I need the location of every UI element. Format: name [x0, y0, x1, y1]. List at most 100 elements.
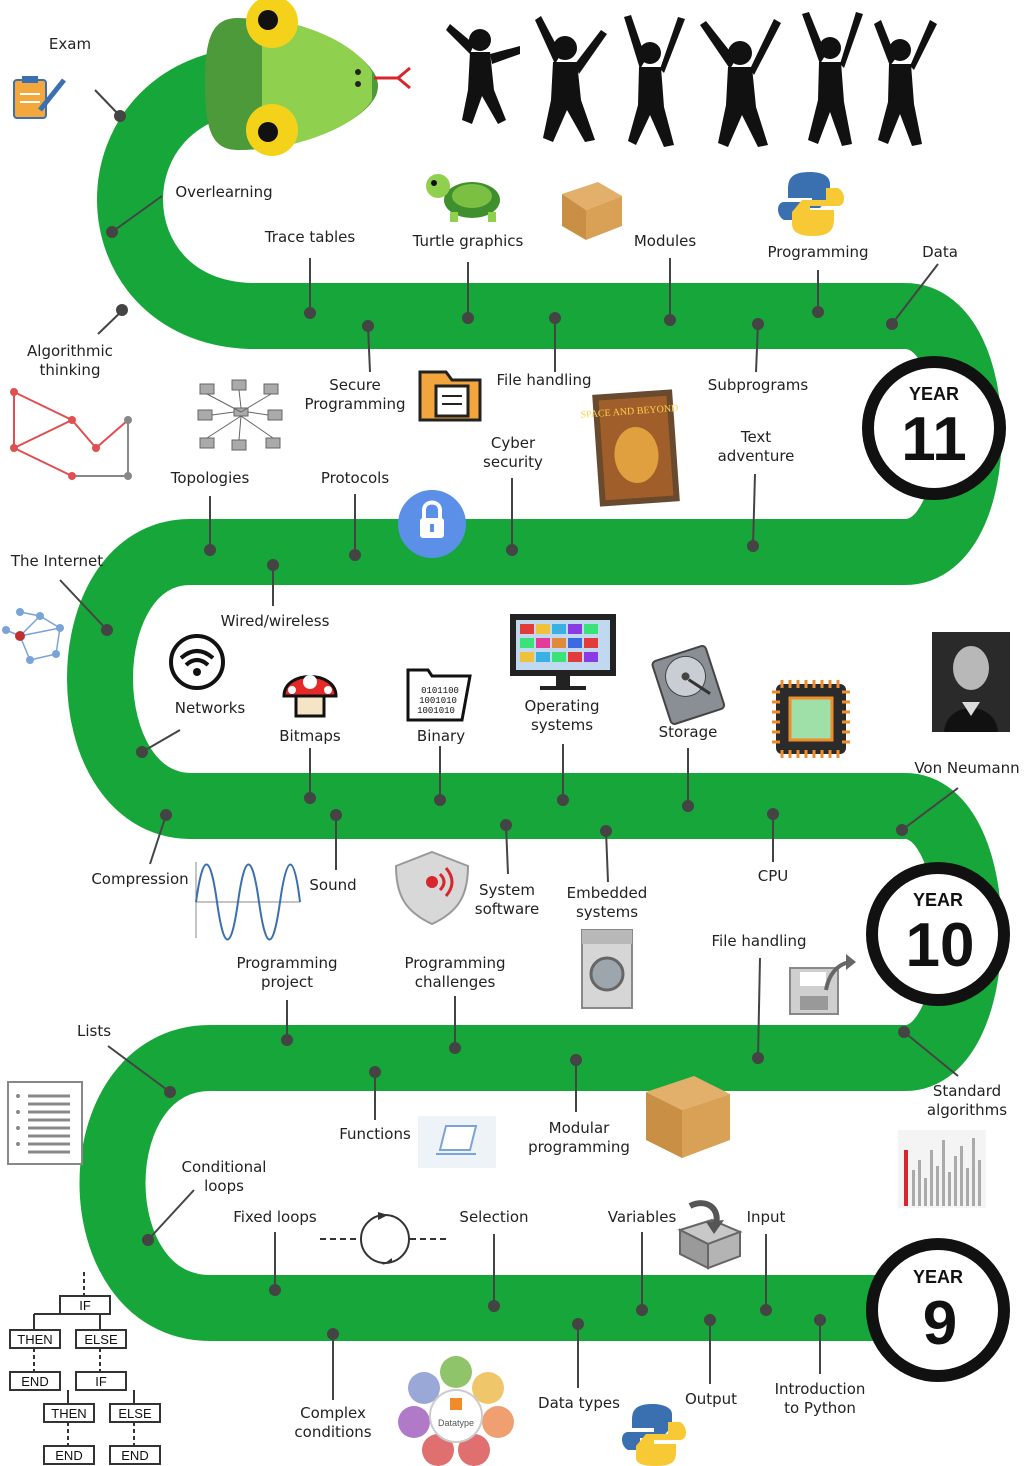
topic-von-neumann: Von Neumann: [914, 759, 1020, 777]
topic-selection: Selection: [459, 1208, 529, 1226]
year-9-badge: YEAR 9: [866, 1238, 1010, 1382]
topic-binary: Binary: [416, 727, 466, 745]
portrait-photo-icon: [932, 632, 1010, 732]
topic-output: Output: [684, 1390, 738, 1408]
flowchart-if-1: IF: [79, 1298, 91, 1313]
topic-text-adventure: Text adventure: [717, 428, 795, 465]
year-9-number: 9: [923, 1289, 957, 1358]
year-11-label: YEAR: [909, 384, 959, 404]
internet-nodes-icon: [2, 608, 64, 664]
topic-variables: Variables: [607, 1208, 677, 1226]
loop-cycle-icon: [320, 1212, 450, 1265]
list-document-icon: [7, 1081, 83, 1165]
topic-complex-conditions: Complex conditions: [294, 1404, 372, 1441]
input-box-icon: [677, 1200, 743, 1270]
topic-lists: Lists: [76, 1022, 112, 1040]
topic-exam: Exam: [48, 35, 92, 53]
year-9-label: YEAR: [913, 1267, 963, 1287]
topic-system-software: System software: [474, 881, 540, 918]
flowchart-else-2: ELSE: [118, 1406, 152, 1421]
datatype-wheel-icon: Datatype: [398, 1356, 514, 1466]
cpu-chip-icon: [772, 680, 850, 758]
flowchart-if-2: IF: [95, 1374, 107, 1389]
flowchart-then-2: THEN: [51, 1406, 86, 1421]
year-10-number: 10: [906, 911, 975, 980]
topic-fixed-loops: Fixed loops: [233, 1208, 317, 1226]
topic-input: Input: [746, 1208, 786, 1226]
sound-wave-icon: [195, 862, 301, 941]
topic-data-types: Data types: [538, 1394, 620, 1412]
security-shield-icon: [394, 850, 470, 926]
python-logo-small-icon: [622, 1404, 686, 1466]
flowchart-end-3: END: [121, 1448, 148, 1463]
topic-algorithmic-thinking: Algorithmic thinking: [27, 342, 113, 379]
topic-introduction-to-python: Introduction to Python: [774, 1380, 866, 1417]
topic-programming-challenges: Programming challenges: [404, 954, 506, 991]
topic-subprograms: Subprograms: [707, 376, 809, 394]
box-icon: [562, 182, 622, 240]
flowchart-icon: IF THEN ELSE END IF THEN ELSE END END: [9, 1272, 161, 1465]
connector-lines: [59, 89, 959, 1400]
topic-wired-wireless: Wired/wireless: [220, 612, 330, 630]
topic-modules-y11: Modules: [633, 232, 697, 250]
topic-sound: Sound: [309, 876, 357, 894]
datatype-wheel-center: Datatype: [438, 1418, 474, 1428]
topic-embedded-systems: Embedded systems: [566, 884, 648, 921]
mushroom-pixel-icon: [282, 675, 338, 718]
topic-operating-systems: Operating systems: [524, 697, 600, 734]
topic-cpu: CPU: [757, 867, 789, 885]
topic-overlearning: Overlearning: [175, 183, 273, 201]
topic-standard-algorithms: Standard algorithms: [926, 1082, 1008, 1119]
binary-line-3: 1001010: [417, 706, 455, 716]
box-large-icon: [646, 1076, 730, 1158]
topic-secure-programming: Secure Programming: [304, 376, 406, 413]
topic-bitmaps: Bitmaps: [279, 727, 341, 745]
topic-topologies: Topologies: [170, 469, 250, 487]
book-cover-icon: SPACE AND BEYOND: [580, 389, 680, 507]
topic-turtle-graphics: Turtle graphics: [412, 232, 524, 250]
binary-folder-icon: 0101100 1001010 1001010: [406, 668, 472, 722]
washing-machine-icon: [581, 929, 633, 1009]
padlock-icon: [398, 490, 466, 558]
flowchart-else-1: ELSE: [84, 1332, 118, 1347]
topic-file-handling-y10: File handling: [711, 932, 807, 950]
topic-cyber-security: Cyber security: [483, 434, 543, 471]
topic-programming-project: Programming project: [236, 954, 338, 991]
celebrating-people-icon: [446, 12, 937, 147]
folder-document-icon: [418, 370, 482, 422]
sorting-bars-icon: [898, 1130, 986, 1208]
year-11-number: 11: [901, 405, 967, 474]
topic-trace-tables: Trace tables: [264, 228, 356, 246]
topic-conditional-loops: Conditional loops: [181, 1158, 267, 1195]
binary-line-1: 0101100: [421, 686, 459, 696]
laptop-icon: [418, 1116, 496, 1168]
topic-protocols: Protocols: [320, 469, 390, 487]
topic-programming: Programming: [767, 243, 869, 261]
year-11-badge: YEAR 11: [862, 356, 1006, 500]
topic-modular-programming: Modular programming: [528, 1119, 630, 1156]
network-topology-icon: [197, 379, 283, 451]
weighted-graph-icon: [10, 388, 132, 480]
flowchart-end-2: END: [55, 1448, 82, 1463]
flowchart-then-1: THEN: [17, 1332, 52, 1347]
year-10-badge: YEAR 10: [866, 862, 1010, 1006]
exam-clipboard-icon: [13, 76, 66, 119]
topic-the-internet: The Internet: [10, 552, 104, 570]
topic-compression: Compression: [91, 870, 189, 888]
python-logo-icon: [778, 172, 844, 236]
road-path: [67, 47, 1002, 1341]
snake-head-icon: [205, 0, 411, 156]
topic-data: Data: [922, 243, 958, 261]
topic-networks: Networks: [174, 699, 246, 717]
turtle-icon: [426, 174, 500, 222]
topic-functions: Functions: [339, 1125, 411, 1143]
flowchart-end-1: END: [21, 1374, 48, 1389]
hard-drive-icon: [651, 644, 726, 725]
topic-file-handling-y11: File handling: [496, 371, 592, 389]
file-save-icon: [789, 954, 856, 1015]
monitor-icon: [510, 614, 616, 690]
year-10-label: YEAR: [913, 890, 963, 910]
binary-line-2: 1001010: [419, 696, 457, 706]
topic-storage: Storage: [658, 723, 718, 741]
